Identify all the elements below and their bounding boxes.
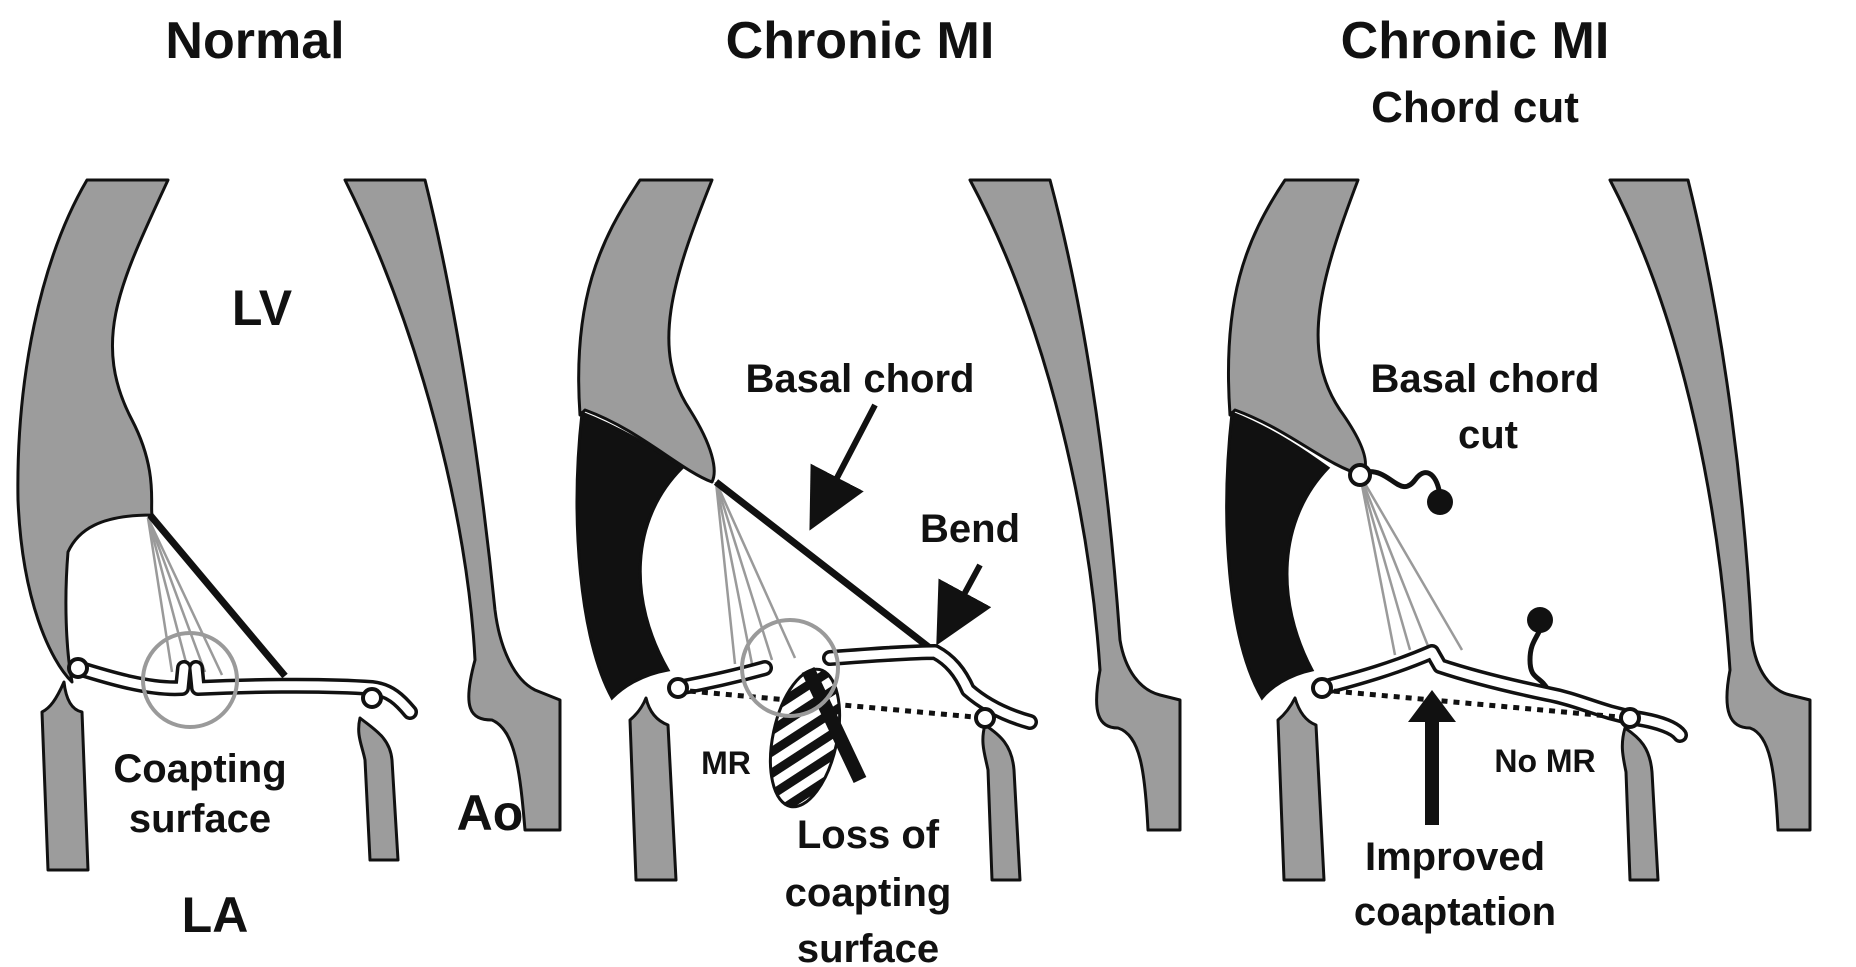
coapting-label-line1: Coapting [113,747,286,791]
improved-coaptation-arrow [1408,690,1456,825]
annulus-node [1313,679,1331,697]
infarct-wall [577,413,682,698]
annulus-node [976,709,994,727]
basal-chord-arrow [815,405,875,520]
panel-title: Chronic MI [1341,12,1610,70]
basal-chord-cut-label-line1: Basal chord [1371,357,1600,401]
panel-chord-cut: Chronic MI Chord cut Basal chord cut No … [1227,12,1810,934]
improved-label-line2: coaptation [1354,890,1556,934]
aortic-wall [1610,180,1810,830]
bend-label: Bend [920,507,1020,551]
mr-label: MR [701,745,751,781]
basal-chord-label: Basal chord [746,357,975,401]
aortic-wall [970,180,1180,830]
panel-chronic-mi: Chronic MI Basal chord Bend MR Loss of c… [577,12,1180,967]
panel-title: Normal [165,12,344,70]
basal-chord-cut-label-line2: cut [1458,413,1518,457]
loss-label-line1: Loss of [797,813,940,857]
papillary-node [1350,465,1370,485]
cut-chord-end [1527,607,1553,633]
panel-normal: Normal LV Coapting surface Ao LA [18,12,560,943]
annulus-node [69,659,87,677]
annulus-node [363,689,381,707]
coapting-label-line2: surface [129,797,271,841]
panel-title: Chronic MI [726,12,995,70]
lv-label: LV [232,280,293,336]
basal-chord [150,515,285,676]
no-mr-label: No MR [1494,743,1595,779]
cut-basal-chord-lower [1530,630,1548,690]
lv-wall-left [18,180,168,682]
la-wall-right [1622,728,1658,880]
la-wall-left [1278,698,1324,880]
la-wall-left [42,682,88,870]
infarct-wall [1227,413,1328,698]
cut-chord-end [1427,489,1453,515]
annulus-node [1621,709,1639,727]
la-wall-left [630,698,676,880]
loss-label-line2: coapting [785,871,952,915]
ao-label: Ao [457,785,524,841]
annulus-node [669,679,687,697]
la-wall-right [359,718,398,860]
improved-label-line1: Improved [1365,835,1545,879]
bend-arrow [942,565,980,635]
la-wall-right [983,725,1020,880]
la-label: LA [182,887,249,943]
panel-subtitle: Chord cut [1371,83,1579,132]
loss-label-line3: surface [797,927,939,967]
basal-chord [716,482,935,652]
chordae [148,518,222,675]
